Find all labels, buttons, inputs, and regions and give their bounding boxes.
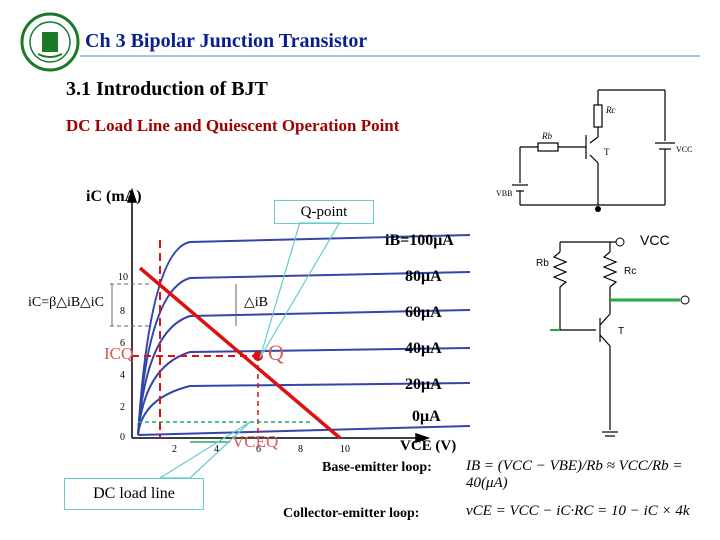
q-point-label: Q	[268, 340, 284, 365]
y-tick-0: 0	[120, 432, 125, 443]
section-subheading: DC Load Line and Quiescent Operation Poi…	[66, 116, 400, 135]
curve-label-40: 40μA	[405, 340, 442, 357]
x-axis-label: VCE (V)	[400, 438, 457, 454]
top-rb-label: Rb	[542, 131, 552, 141]
bottom-vcc-label: VCC	[640, 232, 670, 248]
x-tick-6: 6	[256, 444, 261, 455]
bottom-rb-label: Rb	[536, 258, 549, 269]
collector-emitter-formula: vCE = VCC − iC·RC = 10 − iC × 4k	[466, 503, 690, 519]
base-emitter-label: Base-emitter loop:	[322, 460, 432, 475]
top-vcc-label: VCC	[676, 145, 693, 154]
icq-label: ICQ	[104, 344, 134, 363]
section-heading: 3.1 Introduction of BJT	[66, 78, 268, 100]
curve-label-80: 80μA	[405, 268, 442, 285]
y-axis-label: iC (mA)	[86, 188, 142, 205]
dc-load-line-callout: DC load line	[64, 478, 204, 510]
bottom-circuit-diagram: VCC Rb Rc T	[530, 230, 720, 440]
curve-label-20: 20μA	[405, 376, 442, 393]
bottom-rc-label: Rc	[624, 266, 637, 277]
x-tick-4: 4	[214, 444, 219, 455]
x-tick-2: 2	[172, 444, 177, 455]
top-circuit-diagram: Rc Rb T VCC VBB	[490, 85, 710, 220]
vceq-label: VCEQ	[232, 432, 279, 451]
page-title: Ch 3 Bipolar Junction Transistor	[85, 30, 368, 52]
delta-ib-label: △iB	[244, 295, 268, 310]
curve-label-0: 0μA	[412, 408, 441, 425]
dc-load-line-callout-pointer	[157, 421, 251, 479]
collector-emitter-label: Collector-emitter loop:	[283, 506, 420, 521]
y-tick-4: 4	[120, 370, 125, 381]
y-tick-6: 6	[120, 338, 125, 349]
q-point-callout-pointer	[259, 222, 341, 359]
y-tick-2: 2	[120, 402, 125, 413]
curve-label-100: iB=100μA	[385, 232, 454, 249]
curve-label-60: 60μA	[405, 304, 442, 321]
y-tick-10: 10	[118, 272, 128, 283]
top-vbb-label: VBB	[496, 189, 513, 198]
base-emitter-formula: IB = (VCC − VBE)/Rb ≈ VCC/Rb = 40(μA)	[466, 458, 683, 491]
q-point-callout: Q-point	[274, 200, 374, 224]
delta-ic-label: △iC	[80, 295, 104, 310]
y-tick-8: 8	[120, 306, 125, 317]
title-underline	[80, 55, 700, 57]
top-rc-label: Rc	[606, 105, 616, 115]
x-tick-8: 8	[298, 444, 303, 455]
output-characteristics-graph: iC (mA) VCE (V) 10 8 6 4 2 0 2 4 6 8 10 …	[0, 180, 520, 470]
bottom-transistor-label: T	[618, 326, 625, 337]
university-logo	[20, 12, 80, 72]
beta-relation-label: iC=β△iB	[28, 295, 81, 310]
x-tick-10: 10	[340, 444, 350, 455]
top-transistor-label: T	[604, 147, 610, 157]
